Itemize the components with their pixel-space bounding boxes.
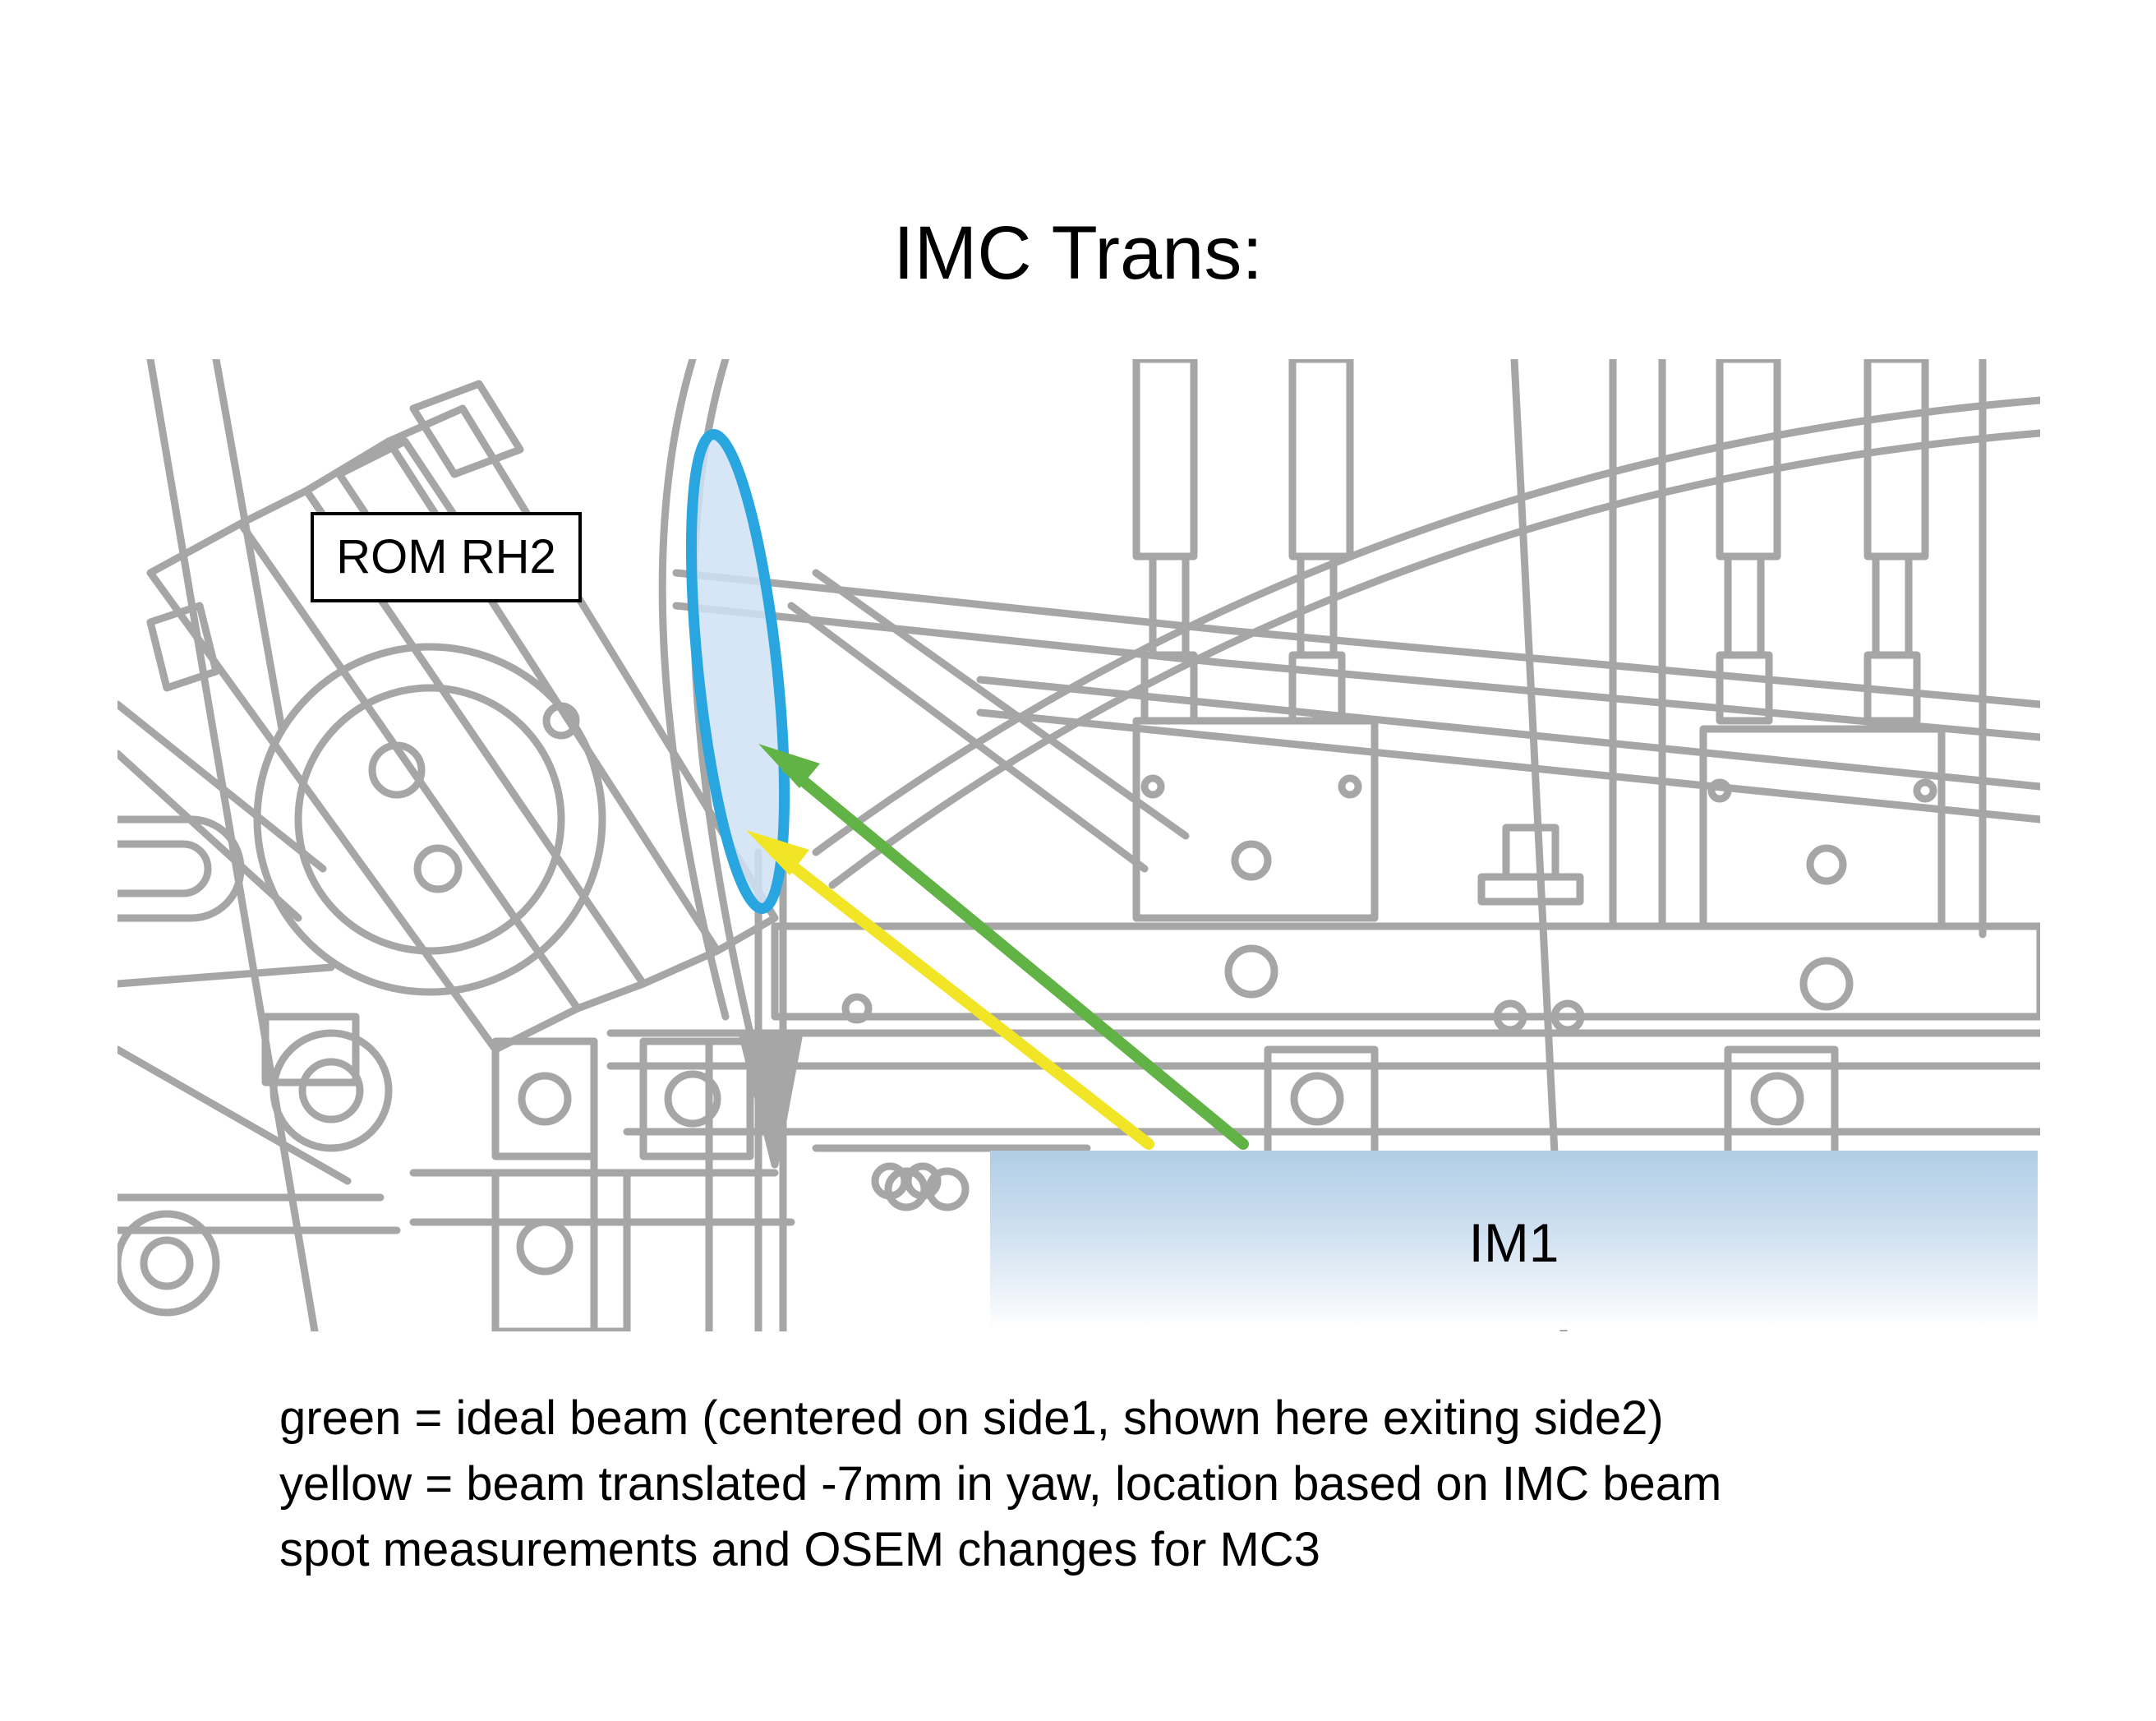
optic-ellipse: [685, 429, 790, 914]
im1-block: IM1: [990, 1151, 2038, 1330]
slide-title: IMC Trans:: [893, 211, 1263, 295]
green-beam-arrow: [758, 744, 1249, 1150]
im1-label: IM1: [1468, 1212, 1559, 1273]
mechanical-drawing: [117, 359, 2040, 1331]
caption-line-green: green = ideal beam (centered on side1, s…: [279, 1391, 1664, 1445]
caption-line-yellow-cont: spot measurements and OSEM changes for M…: [279, 1523, 1320, 1576]
rom-rh2-label: ROM RH2: [311, 512, 582, 602]
caption-line-yellow: yellow = beam translated -7mm in yaw, lo…: [279, 1457, 1722, 1511]
caption: green = ideal beam (centered on side1, s…: [279, 1386, 2087, 1583]
yellow-beam-arrow: [746, 830, 1154, 1150]
